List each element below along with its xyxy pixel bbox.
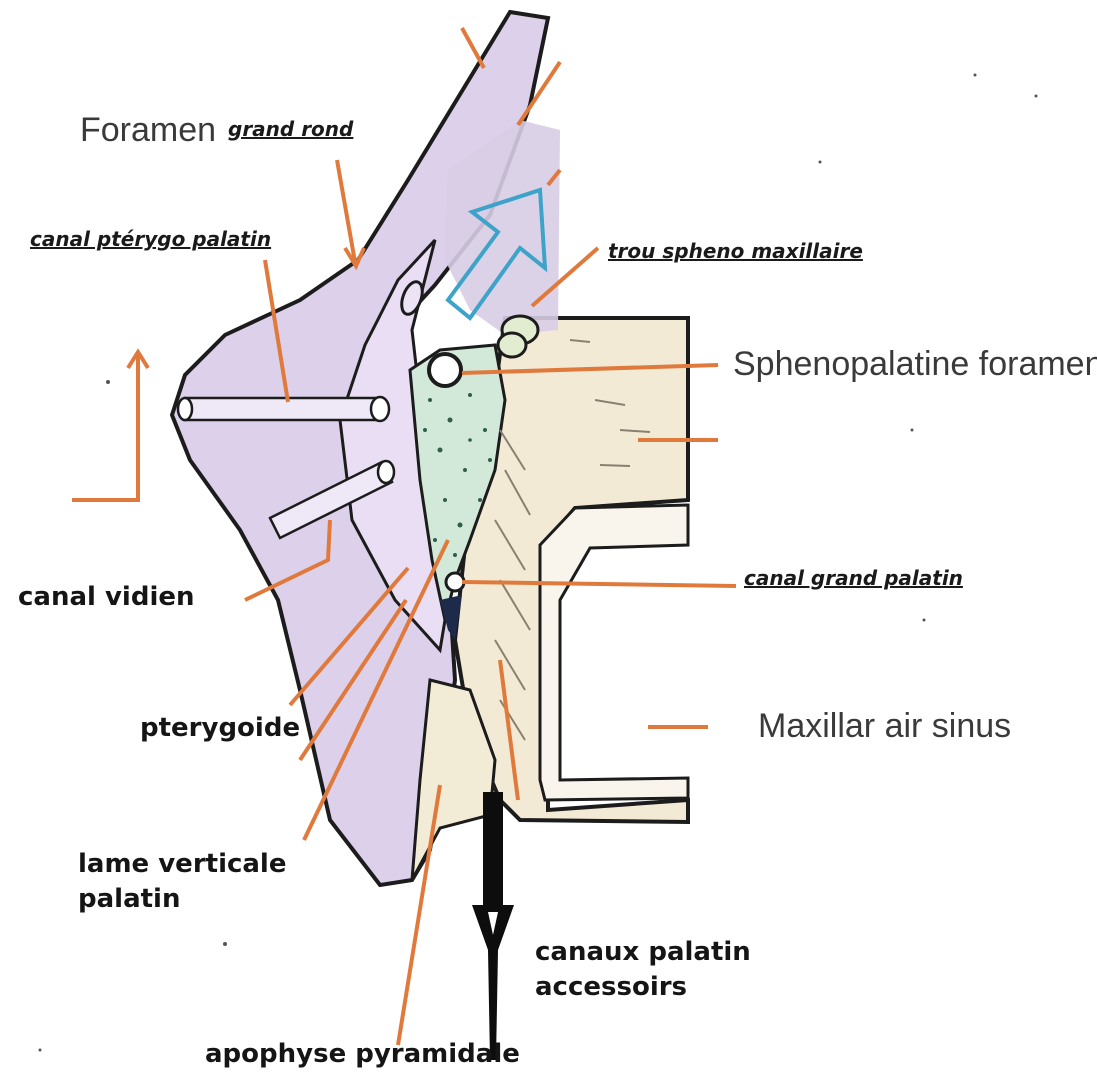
- label-canal-pterygo-palatin: canal ptérygo palatin: [30, 228, 271, 250]
- label-canaux-palatin-accessoirs: canaux palatin accessoirs: [535, 938, 751, 1001]
- label-pterygoide: pterygoide: [140, 714, 300, 743]
- label-canal-vidien: canal vidien: [18, 583, 195, 612]
- label-apophyse-pyramidale: apophyse pyramidale: [205, 1040, 520, 1069]
- leader-grand-rond: [337, 160, 355, 262]
- label-canaux-palatin-line2: accessoirs: [535, 973, 751, 1002]
- leader-top-left-arrow: [462, 28, 484, 68]
- pterygopalatine-canal: [185, 398, 382, 420]
- label-grand-rond: grand rond: [228, 118, 353, 140]
- label-lame-verticale-line1: lame verticale: [78, 850, 286, 879]
- sphenopalatine-foramen-opening: [429, 354, 461, 386]
- label-trou-spheno-maxillaire: trou spheno maxillaire: [608, 240, 863, 262]
- label-canal-grand-palatin: canal grand palatin: [744, 567, 963, 589]
- label-sphenopalatine-foramen: Sphenopalatine foramen: [733, 346, 1097, 383]
- nodule-lower: [498, 333, 526, 357]
- label-canaux-palatin-line1: canaux palatin: [535, 938, 751, 967]
- label-lame-verticale-line2: palatin: [78, 885, 286, 914]
- label-lame-verticale-palatin: lame verticale palatin: [78, 850, 286, 913]
- leader-left-bracket: [72, 355, 138, 500]
- label-maxillary-air-sinus: Maxillar air sinus: [758, 708, 1011, 745]
- canal-end-left: [178, 398, 192, 420]
- vidian-end: [378, 461, 394, 483]
- label-foramen: Foramen: [80, 112, 216, 149]
- canal-end-right: [371, 397, 389, 421]
- greater-palatine-opening: [446, 573, 464, 591]
- maxillary-sinus-cavity: [540, 505, 688, 800]
